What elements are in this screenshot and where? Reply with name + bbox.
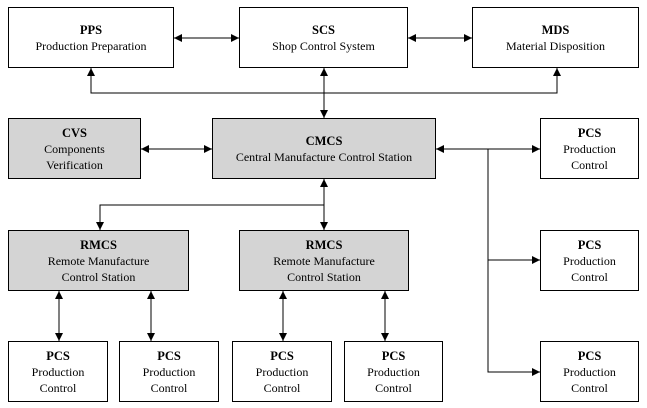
mds-desc: Material Disposition <box>506 38 605 53</box>
cvs-desc-1: Components <box>44 141 105 156</box>
pcs-right-1-box: PCS Production Control <box>540 118 639 179</box>
rmcs-desc-1: Remote Manufacture <box>273 253 375 268</box>
pcs-desc-1: Production <box>31 364 85 379</box>
pcs-bottom-3-box: PCS Production Control <box>232 341 332 402</box>
pcs-desc-1: Production <box>255 364 309 379</box>
pcs-code: PCS <box>381 348 406 363</box>
pcs-code: PCS <box>46 348 70 363</box>
cmcs-code: CMCS <box>305 133 343 148</box>
pps-desc: Production Preparation <box>35 38 147 53</box>
mds-box: MDS Material Disposition <box>472 7 639 68</box>
pcs-desc-2: Control <box>375 380 412 395</box>
rmcs-desc-1: Remote Manufacture <box>47 253 150 268</box>
pcs-desc-1: Production <box>563 364 616 379</box>
connector-cmcs-pcs-r3 <box>487 260 540 376</box>
rmcs-code: RMCS <box>80 237 117 252</box>
connector-bus-to-mds <box>324 68 561 94</box>
pcs-bottom-1-box: PCS Production Control <box>8 341 108 402</box>
pcs-code: PCS <box>577 348 602 363</box>
pcs-desc-1: Production <box>563 141 616 156</box>
pcs-bottom-2-box: PCS Production Control <box>119 341 219 402</box>
pcs-desc-2: Control <box>571 380 608 395</box>
mds-code: MDS <box>541 22 570 37</box>
pcs-desc-2: Control <box>571 269 608 284</box>
pcs-desc-2: Control <box>150 380 188 395</box>
pcs-code: PCS <box>157 348 181 363</box>
pcs-code: PCS <box>577 125 602 140</box>
pps-code: PPS <box>79 22 103 37</box>
pcs-bottom-4-box: PCS Production Control <box>344 341 443 402</box>
cvs-box: CVS Components Verification <box>8 118 141 179</box>
pcs-code: PCS <box>270 348 294 363</box>
cmcs-desc: Central Manufacture Control Station <box>235 149 413 164</box>
connector-bus-to-pps <box>87 68 324 94</box>
connector-cmcs-pcs-r2 <box>487 149 540 264</box>
pcs-desc-2: Control <box>263 380 301 395</box>
pcs-right-2-box: PCS Production Control <box>540 230 639 291</box>
pcs-desc-1: Production <box>367 364 420 379</box>
rmcs-2-box: RMCS Remote Manufacture Control Station <box>239 230 409 291</box>
cvs-code: CVS <box>61 125 87 140</box>
rmcs-1-box: RMCS Remote Manufacture Control Station <box>8 230 189 291</box>
pcs-right-3-box: PCS Production Control <box>540 341 639 402</box>
scs-box: SCS Shop Control System <box>239 7 408 68</box>
pcs-desc-2: Control <box>571 157 608 172</box>
pcs-desc-1: Production <box>142 364 196 379</box>
pcs-desc-1: Production <box>563 253 616 268</box>
connector-cmcs-rmcs1 <box>96 204 324 230</box>
rmcs-code: RMCS <box>305 237 343 252</box>
rmcs-desc-2: Control Station <box>287 269 361 284</box>
pcs-desc-2: Control <box>39 380 77 395</box>
pps-box: PPS Production Preparation <box>8 7 174 68</box>
cvs-desc-2: Verification <box>46 157 103 172</box>
cmcs-box: CMCS Central Manufacture Control Station <box>212 118 436 179</box>
scs-code: SCS <box>312 22 335 37</box>
scs-desc: Shop Control System <box>272 38 375 53</box>
pcs-code: PCS <box>577 237 602 252</box>
rmcs-desc-2: Control Station <box>61 269 136 284</box>
